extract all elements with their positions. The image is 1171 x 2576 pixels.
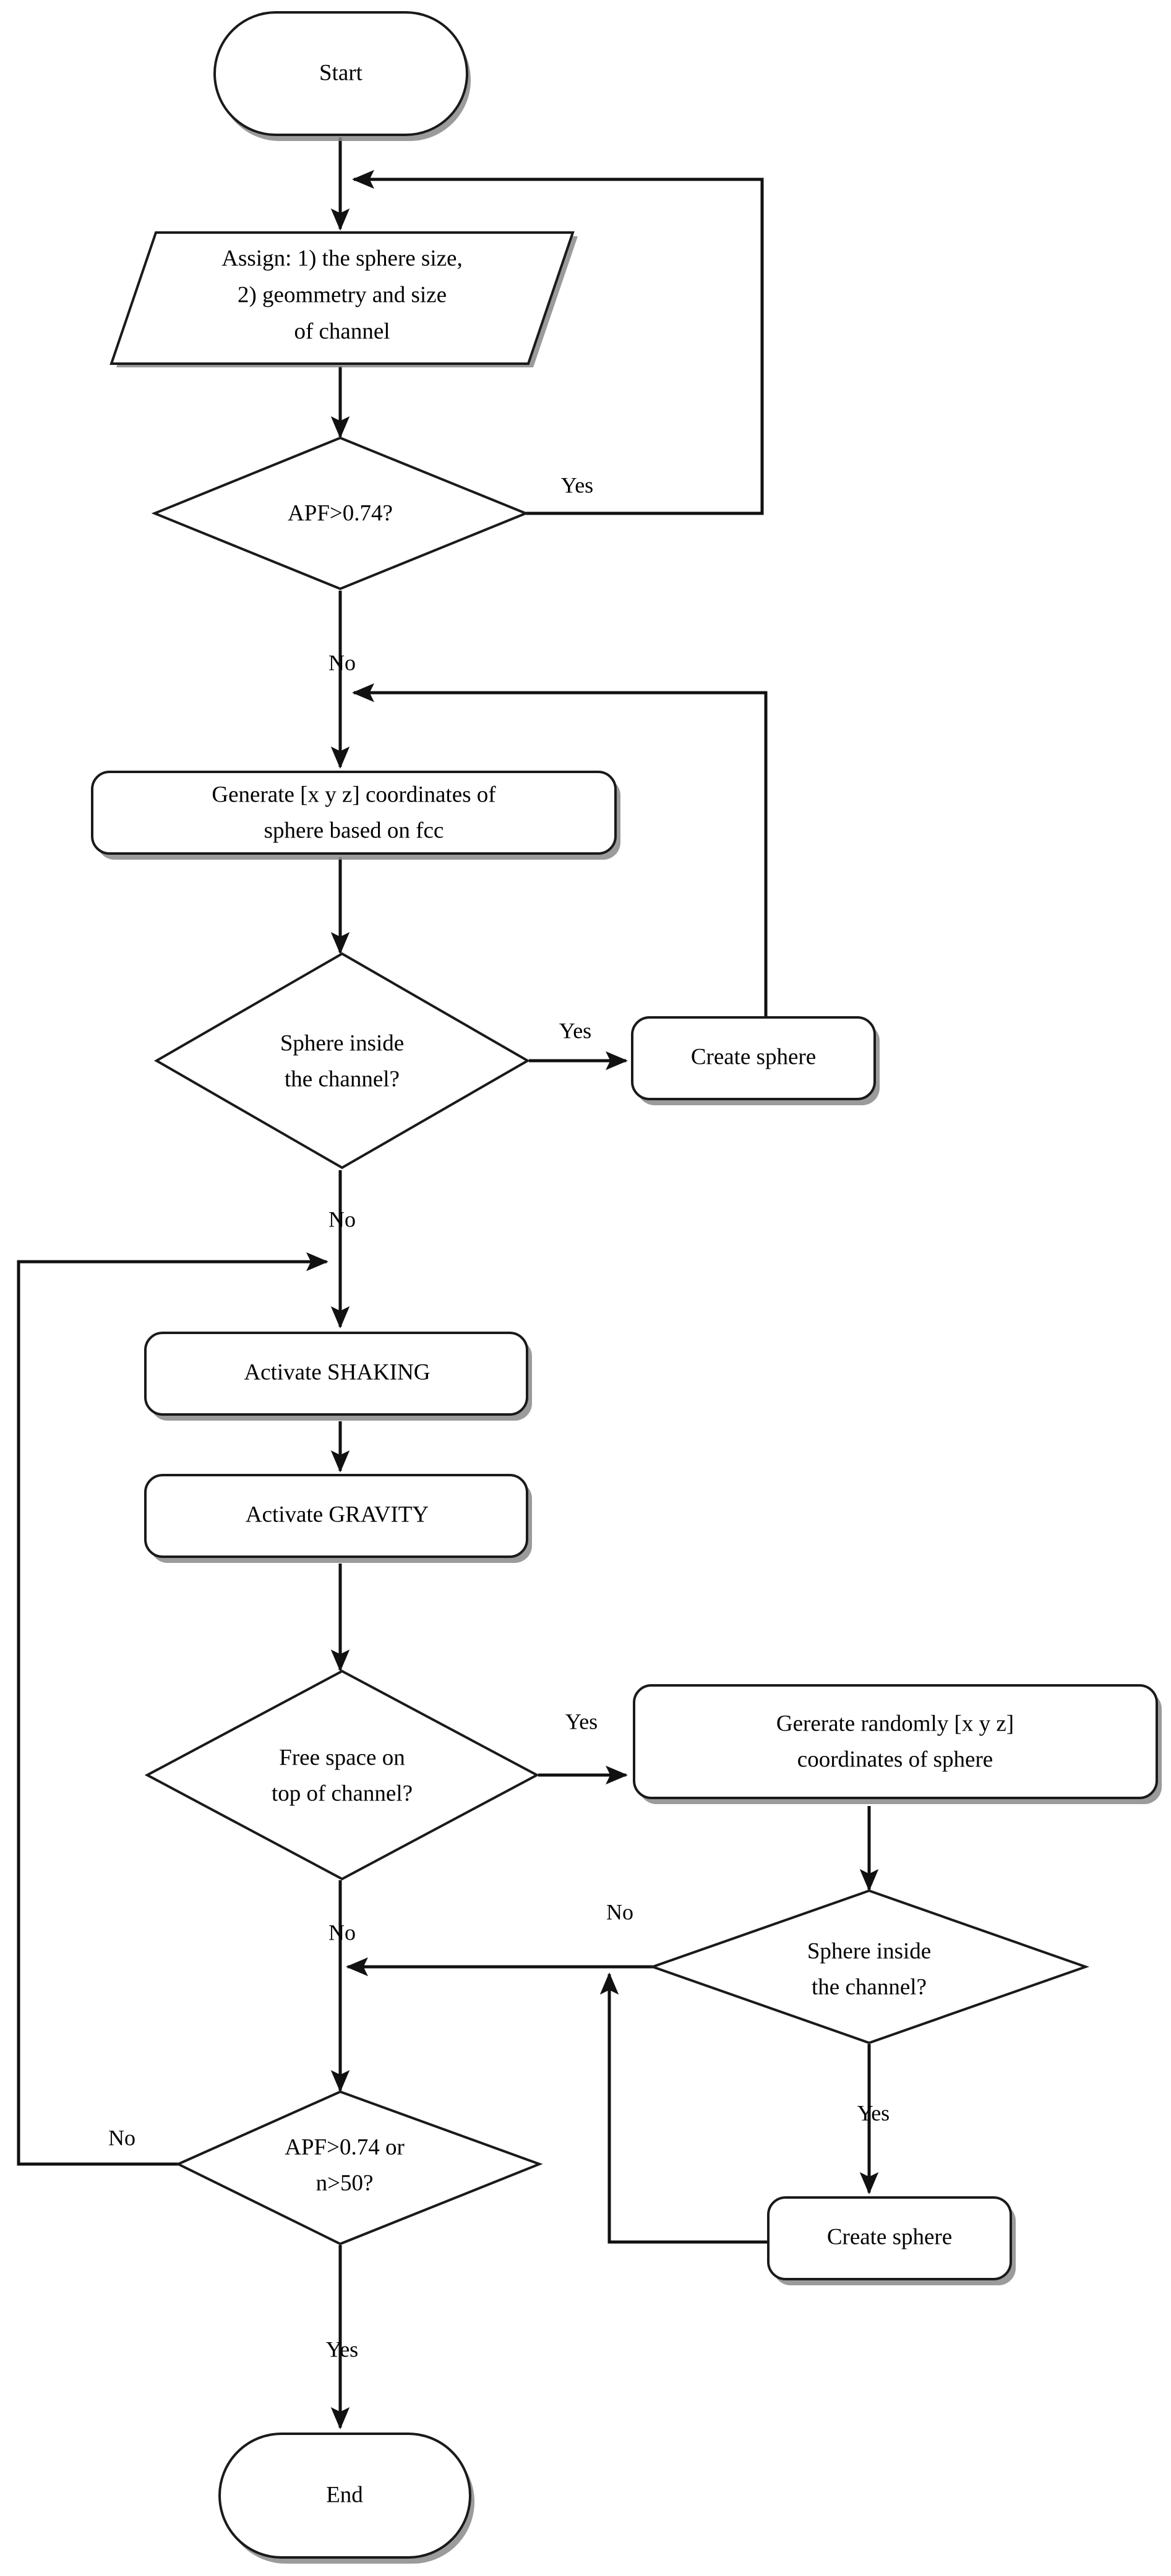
connector-apf-n-no-left-loop — [17, 1252, 329, 2166]
edge-label-apf-n-yes: Yes — [326, 2337, 358, 2361]
edge-label-free-space-yes: Yes — [565, 1709, 598, 1734]
node-activate-shaking-label: Activate SHAKING — [244, 1359, 430, 1385]
edge-label-apf-yes: Yes — [561, 473, 593, 497]
node-generate-random-line1: Gererate randomly [x y z] — [776, 1711, 1014, 1736]
node-assign[interactable]: Assign: 1) the sphere size, 2) geommetry… — [109, 231, 578, 367]
node-assign-line2: 2) geommetry and size — [238, 282, 447, 307]
edge-label-free-space-no: No — [328, 1920, 356, 1945]
edge-label-sphere-inside-2-no: No — [606, 1899, 633, 1924]
node-start[interactable]: Start — [213, 11, 471, 141]
node-create-sphere-2-label: Create sphere — [827, 2224, 952, 2249]
node-sphere-inside-2[interactable]: Sphere inside the channel? — [648, 1889, 1090, 2045]
node-free-space-line1: Free space on — [279, 1745, 405, 1770]
node-start-label: Start — [319, 60, 363, 85]
edge-label-sphere-inside-2-yes: Yes — [857, 2100, 890, 2125]
node-apf-check-label: APF>0.74? — [288, 500, 393, 526]
node-create-sphere-1[interactable]: Create sphere — [631, 1016, 880, 1105]
edge-label-sphere-inside-1-no: No — [328, 1207, 356, 1231]
connector-create-sphere-2-loop — [599, 1972, 768, 2244]
connector-create-sphere-1-loop — [351, 683, 768, 1017]
node-end[interactable]: End — [218, 2433, 474, 2564]
node-activate-shaking[interactable]: Activate SHAKING — [144, 1332, 532, 1421]
node-apf-n-check[interactable]: APF>0.74 or n>50? — [175, 2090, 543, 2246]
node-free-space-line2: top of channel? — [272, 1781, 413, 1806]
node-apf-check[interactable]: APF>0.74? — [151, 436, 530, 591]
node-generate-fcc-line2: sphere based on fcc — [264, 818, 444, 843]
node-create-sphere-2[interactable]: Create sphere — [767, 2196, 1016, 2285]
node-generate-random[interactable]: Gererate randomly [x y z] coordinates of… — [633, 1684, 1162, 1804]
connector-apf-yes-loop — [351, 169, 764, 515]
node-apf-n-check-line1: APF>0.74 or — [285, 2134, 405, 2160]
node-generate-random-line2: coordinates of sphere — [797, 1747, 993, 1772]
node-assign-line1: Assign: 1) the sphere size, — [221, 246, 462, 271]
node-sphere-inside-2-line2: the channel? — [812, 1974, 927, 2000]
node-generate-fcc-line1: Generate [x y z] coordinates of — [212, 782, 496, 807]
node-generate-fcc[interactable]: Generate [x y z] coordinates of sphere b… — [91, 771, 620, 860]
node-sphere-inside-2-line1: Sphere inside — [807, 1938, 931, 1964]
node-sphere-inside-1-line2: the channel? — [285, 1066, 400, 1092]
node-sphere-inside-1-line1: Sphere inside — [280, 1030, 404, 1056]
node-end-label: End — [326, 2482, 363, 2507]
node-activate-gravity-label: Activate GRAVITY — [246, 1502, 429, 1527]
node-activate-gravity[interactable]: Activate GRAVITY — [144, 1474, 532, 1563]
edge-label-sphere-inside-1-yes: Yes — [559, 1018, 591, 1043]
edge-label-apf-n-no: No — [108, 2125, 135, 2150]
node-create-sphere-1-label: Create sphere — [691, 1044, 816, 1069]
node-apf-n-check-line2: n>50? — [316, 2170, 374, 2196]
node-free-space[interactable]: Free space on top of channel? — [144, 1669, 540, 1881]
node-assign-line3: of channel — [294, 319, 390, 344]
node-sphere-inside-1[interactable]: Sphere inside the channel? — [153, 952, 531, 1170]
edge-label-apf-no: No — [328, 650, 356, 675]
